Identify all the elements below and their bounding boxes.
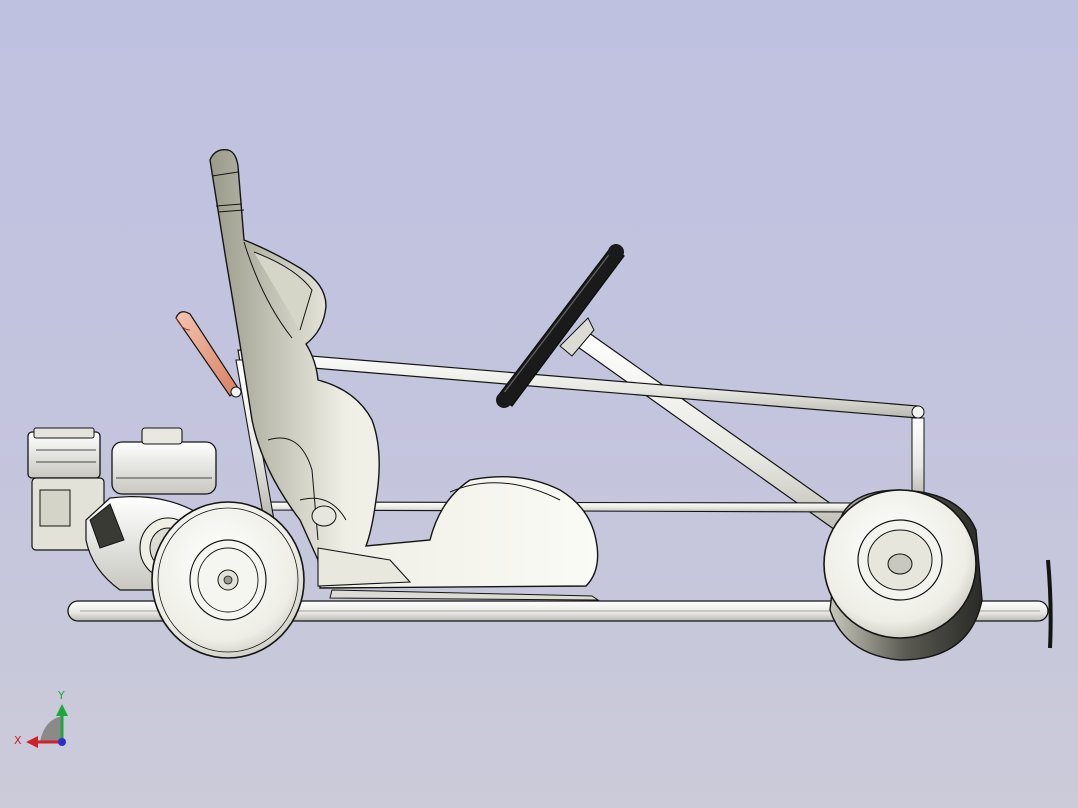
triad-x-arrow-icon xyxy=(26,736,38,748)
triad-y-label: Y xyxy=(57,689,65,702)
view-orientation-triad[interactable]: Y X xyxy=(14,689,68,748)
frame-top-rail xyxy=(237,349,925,499)
triad-x-label: X xyxy=(14,734,22,747)
rear-bumper xyxy=(1046,559,1053,649)
front-wheel xyxy=(823,489,983,661)
triad-z-axis xyxy=(58,738,66,746)
triad-y-arrow-icon xyxy=(56,704,68,716)
rear-wheel xyxy=(151,501,305,659)
triad-base-icon xyxy=(40,716,62,742)
seat xyxy=(209,149,600,601)
brake-lever xyxy=(175,311,242,398)
steering-wheel xyxy=(496,244,625,408)
